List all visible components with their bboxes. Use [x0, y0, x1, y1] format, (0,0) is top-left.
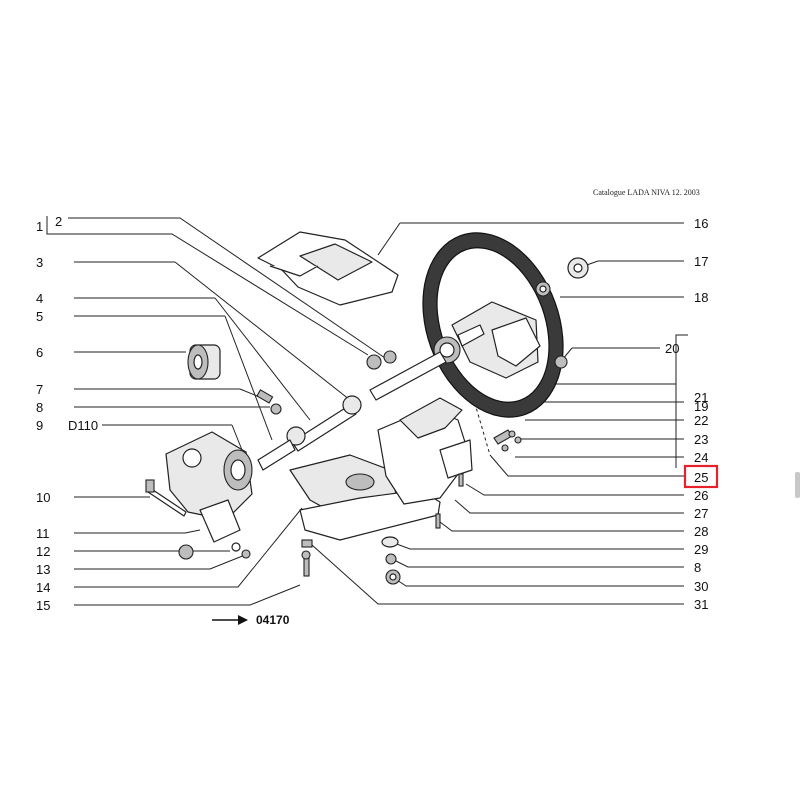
label-10: 10	[36, 490, 50, 505]
bracket-plate-recess	[299, 243, 373, 281]
label-3: 3	[36, 255, 43, 270]
figure-code-text: 04170	[256, 613, 290, 627]
column-housing	[289, 397, 473, 541]
label-16: 16	[694, 216, 708, 231]
figure-code: 04170	[212, 613, 290, 627]
label-13: 13	[36, 562, 50, 577]
label-18: 18	[694, 290, 708, 305]
steering-shaft	[257, 350, 447, 471]
label-8-right: 8	[694, 560, 701, 575]
label-29: 29	[694, 542, 708, 557]
steering-gearbox	[165, 431, 253, 560]
label-21: 21	[694, 390, 708, 405]
label-23: 23	[694, 432, 708, 447]
label-d110: D110	[68, 418, 98, 433]
label-31: 31	[694, 597, 708, 612]
rubber-bushing	[187, 344, 221, 380]
fasteners	[301, 429, 522, 585]
label-20: 20	[665, 341, 679, 356]
label-22: 22	[694, 413, 708, 428]
label-6: 6	[36, 345, 43, 360]
label-15: 15	[36, 598, 50, 613]
label-25: 25	[694, 470, 708, 485]
label-7: 7	[36, 382, 43, 397]
label-8: 8	[36, 400, 43, 415]
label-11: 11	[36, 526, 50, 541]
highlight-box	[683, 464, 719, 489]
label-19: 19	[694, 399, 708, 414]
scrollbar-thumb[interactable]	[795, 472, 800, 498]
label-30: 30	[694, 579, 708, 594]
label-14: 14	[36, 580, 50, 595]
label-17: 17	[694, 254, 708, 269]
labels-right: 16 17 18 20 19 21 22 23 24 25 26 27 28 2…	[665, 216, 719, 612]
labels-left: 1 2 3 4 5 6 7 8 9 D110 10 11 12 13 14 15	[36, 214, 98, 613]
label-9: 9	[36, 418, 43, 433]
label-24: 24	[694, 450, 708, 465]
catalogue-caption: Catalogue LADA NIVA 12. 2003	[593, 188, 700, 197]
label-26: 26	[694, 488, 708, 503]
label-4: 4	[36, 291, 43, 306]
label-5: 5	[36, 309, 43, 324]
label-28: 28	[694, 524, 708, 539]
label-2: 2	[55, 214, 62, 229]
leader-lines	[46, 216, 688, 606]
label-12: 12	[36, 544, 50, 559]
parts-drawing	[145, 231, 589, 585]
steering-wheel	[422, 232, 564, 418]
label-1: 1	[36, 219, 43, 234]
label-27: 27	[694, 506, 708, 521]
